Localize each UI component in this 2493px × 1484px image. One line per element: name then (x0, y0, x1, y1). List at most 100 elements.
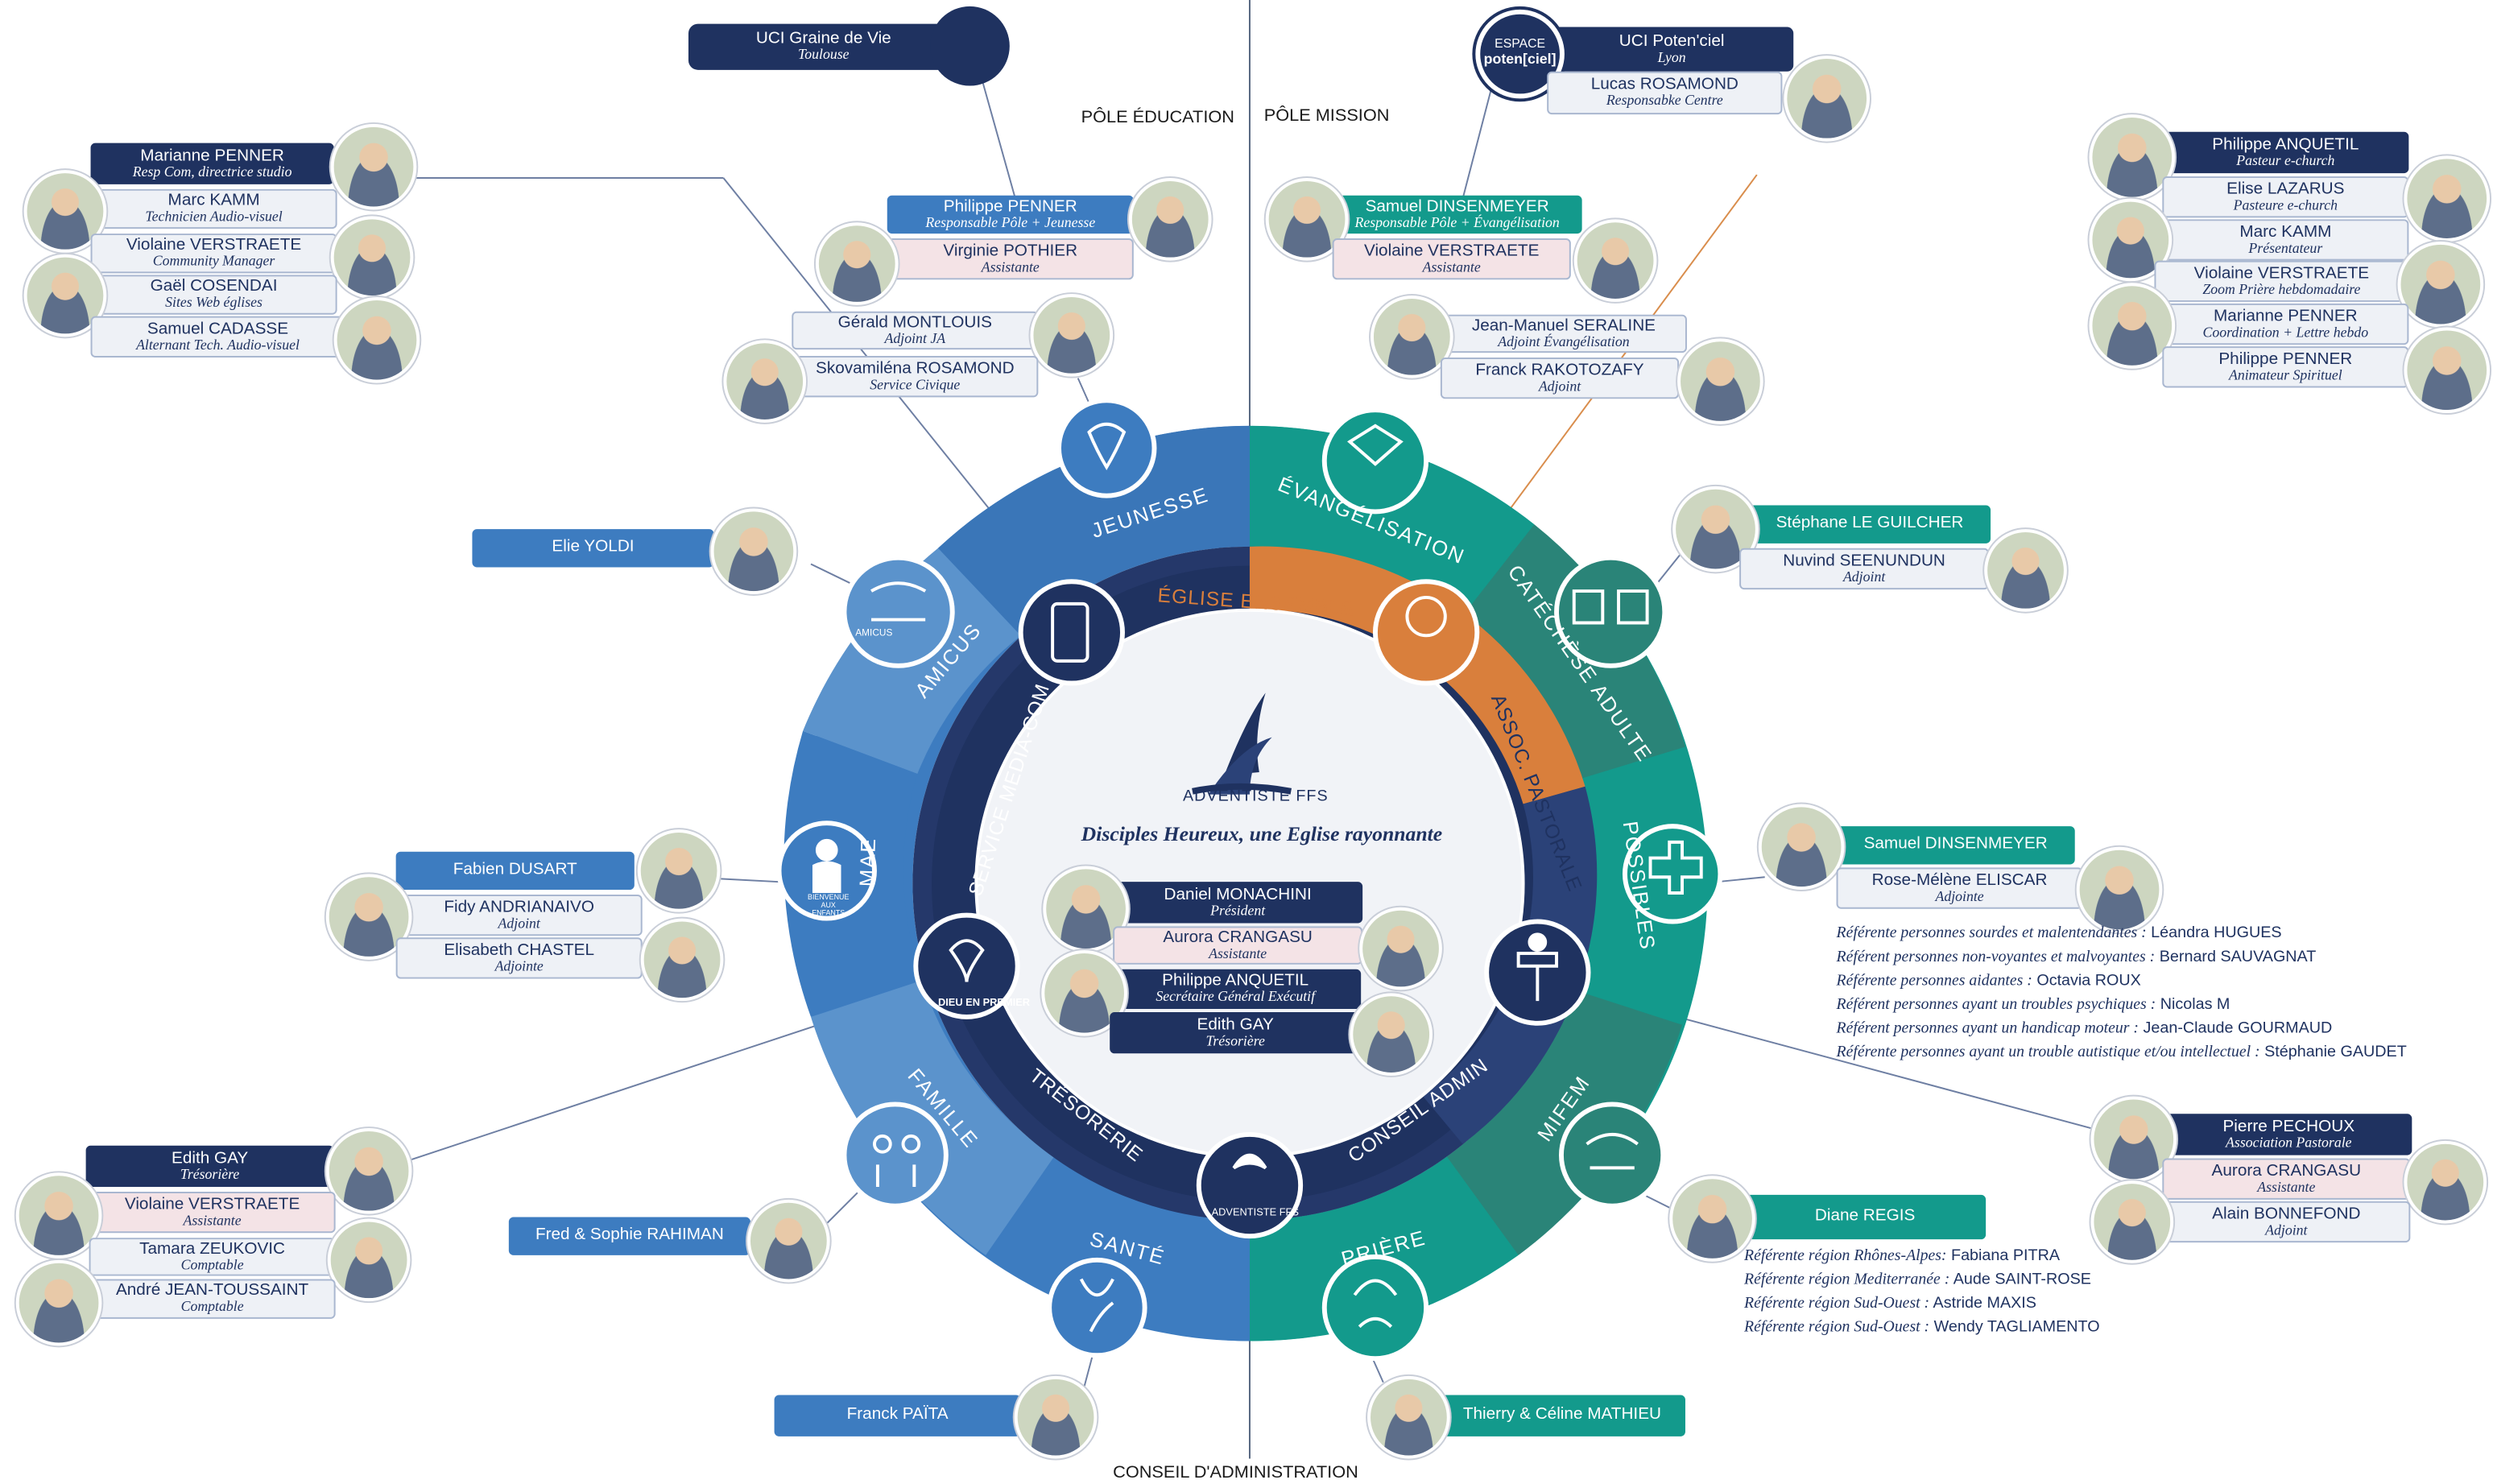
possibles-ref-2: Référente personnes aidantes : Octavia R… (1836, 972, 2141, 990)
uci-graine-logo (930, 6, 1010, 86)
person-role: Assistante (1422, 258, 1481, 275)
avatar (1043, 866, 1129, 953)
avatar (1041, 950, 1127, 1036)
person-card-thierry[interactable]: Thierry & Céline MATHIEU (1438, 1395, 1685, 1436)
person-role: Adjoint (2265, 1222, 2308, 1238)
person-name: Samuel DINSENMEYER (1365, 196, 1549, 216)
possibles-ref-1: Référent personnes non-voyantes et malvo… (1836, 949, 2317, 966)
avatar (747, 1199, 830, 1283)
person-name: Violaine VERSTRAETE (2193, 263, 2370, 283)
segment-mae[interactable]: MAE (854, 837, 881, 887)
person-name: Fred & Sophie RAHIMAN (535, 1226, 724, 1246)
person-name: Tamara ZEUKOVIC (139, 1238, 286, 1259)
avatar (1784, 56, 1871, 142)
person-card-diane[interactable]: Diane REGIS (1744, 1194, 1987, 1240)
avatar (2404, 327, 2491, 414)
card-uci-graine[interactable]: UCI Graine de Vie Toulouse (688, 23, 959, 70)
avatar (1984, 529, 2067, 612)
priere-ref-0: Référente région Rhônes-Alpes: Fabiana P… (1744, 1247, 2061, 1265)
possibles-ref-0: Référente personnes sourdes et malentend… (1836, 924, 2282, 943)
person-role: Alternant Tech. Audio-visuel (136, 336, 300, 353)
center-logo-text: ADVENTISTE FFS (1183, 787, 1329, 806)
person-name: Marc KAMM (167, 191, 260, 210)
person-card-franck-p[interactable]: Franck PAÏTA (774, 1395, 1021, 1436)
bottom-logo-text: ADVENTISTE FFS (1211, 1207, 1299, 1219)
person-name: Philippe PENNER (943, 196, 1077, 216)
person-name: Virginie POTHIER (943, 241, 1078, 261)
priere-ref-1: Référente région Mediterranée : Aude SAI… (1744, 1271, 2091, 1289)
person-role: Adjoint (1538, 378, 1581, 394)
avatar (1677, 338, 1763, 424)
person-role: Responsable Pôle + Jeunesse (925, 213, 1096, 230)
avatar (1014, 1375, 1098, 1459)
person-card-fabien[interactable]: Fabien DUSART (395, 851, 635, 891)
person-card-samuel-d2[interactable]: Samuel DINSENMEYER (1836, 826, 2075, 865)
person-card-stephane[interactable]: Stéphane LE GUILCHER (1748, 505, 1991, 544)
person-name: Samuel CADASSE (147, 319, 289, 338)
person-role: Adjoint JA (884, 330, 946, 346)
person-role: Coordination + Lettre hebdo (2202, 324, 2369, 340)
person-name: Gaël COSENDAI (150, 276, 278, 296)
uci-potenciel-name: UCI Poten'ciel (1619, 31, 1725, 51)
avatar (2404, 1140, 2487, 1224)
possibles-ref-5: Référente personnes ayant un trouble aut… (1836, 1044, 2407, 1062)
center-tagline: Disciples Heureux, une Eglise rayonnante (1081, 821, 1443, 845)
uci-potenciel-city: Lyon (1657, 48, 1686, 65)
person-name: Philippe PENNER (2218, 349, 2353, 369)
person-name: Alain BONNEFOND (2212, 1204, 2361, 1223)
person-card-fred[interactable]: Fred & Sophie RAHIMAN (508, 1217, 750, 1255)
person-card-elie[interactable]: Elie YOLDI (472, 529, 714, 568)
avatar (2090, 1180, 2174, 1263)
priere-ref-3: Référente région Sud-Ouest : Wendy TAGLI… (1744, 1318, 2100, 1337)
card-uci-potenciel[interactable]: UCI Poten'ciel Lyon (1550, 27, 1794, 72)
adventiste-logo (1192, 692, 1292, 795)
person-name: Franck RAKOTOZAFY (1475, 360, 1644, 380)
person-role: Assistante (2257, 1178, 2316, 1195)
person-role: Resp Com, directrice studio (132, 163, 292, 180)
avatar (330, 216, 414, 299)
person-name: Edith GAY (171, 1148, 249, 1168)
person-name: Skovamiléna ROSAMOND (816, 358, 1015, 378)
person-role: Assistante (183, 1212, 242, 1228)
avatar (1669, 1176, 1755, 1262)
person-role: Pasteure e-church (2233, 196, 2338, 213)
person-role: Pasteur e-church (2236, 152, 2335, 168)
person-name: Stéphane LE GUILCHER (1776, 514, 1964, 534)
person-name: Fabien DUSART (453, 860, 577, 880)
